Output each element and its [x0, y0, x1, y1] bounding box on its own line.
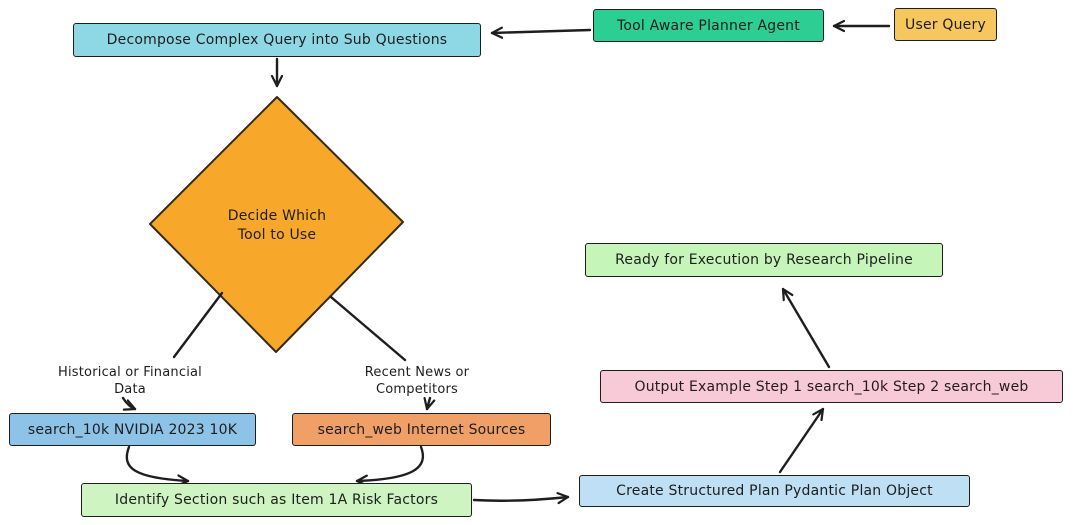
edge-planner-to-decompose: [490, 30, 592, 33]
node-search-web-label: search_web Internet Sources: [317, 421, 526, 438]
decide-label-line1: Decide Which: [227, 208, 327, 224]
decide-diamond-shape: [149, 96, 404, 353]
node-decide-label: Decide Which Tool to Use: [197, 207, 357, 245]
node-user-query-label: User Query: [905, 16, 986, 33]
node-planner-label: Tool Aware Planner Agent: [617, 17, 800, 34]
edge-left-label-to-search10k: [121, 396, 137, 409]
edge-createplan-to-output: [778, 407, 825, 474]
node-identify-label: Identify Section such as Item 1A Risk Fa…: [114, 492, 439, 508]
branch-right-line1: Recent News or: [364, 365, 470, 380]
node-output-example: Output Example Step 1 search_10k Step 2 …: [600, 370, 1063, 403]
node-create-plan-label: Create Structured Plan Pydantic Plan Obj…: [616, 483, 933, 499]
branch-left-line1: Historical or Financial: [58, 365, 202, 380]
edge-output-to-ready: [781, 287, 831, 369]
edge-decide-to-right-label-line: [329, 295, 407, 362]
node-identify-section: Identify Section such as Item 1A Risk Fa…: [81, 483, 472, 517]
edge-right-label-to-searchweb: [427, 396, 430, 411]
node-search-web: search_web Internet Sources: [292, 413, 551, 446]
edge-search10k-to-identify: [125, 445, 190, 481]
node-ready-for-execution: Ready for Execution by Research Pipeline: [585, 243, 943, 277]
branch-label-historical-financial: Historical or Financial Data: [40, 364, 220, 398]
node-search-10k: search_10k NVIDIA 2023 10K: [9, 413, 256, 446]
node-create-structured-plan: Create Structured Plan Pydantic Plan Obj…: [579, 475, 970, 507]
node-decompose-query: Decompose Complex Query into Sub Questio…: [73, 23, 481, 57]
edge-decide-to-left-label-line: [172, 291, 224, 359]
edge-identify-to-createplan: [472, 497, 570, 501]
node-ready-label: Ready for Execution by Research Pipeline: [615, 252, 913, 268]
node-search-10k-label: search_10k NVIDIA 2023 10K: [27, 421, 238, 438]
node-output-example-label: Output Example Step 1 search_10k Step 2 …: [634, 378, 1029, 395]
branch-right-line2: Competitors: [375, 382, 459, 397]
branch-left-line2: Data: [114, 382, 146, 397]
decide-label-line2: Tool to Use: [237, 227, 317, 243]
node-decompose-label: Decompose Complex Query into Sub Questio…: [106, 32, 448, 48]
node-user-query: User Query: [894, 8, 997, 41]
node-planner-agent: Tool Aware Planner Agent: [593, 9, 824, 42]
edge-searchweb-to-identify: [355, 445, 424, 481]
branch-label-recent-news: Recent News or Competitors: [337, 364, 497, 398]
